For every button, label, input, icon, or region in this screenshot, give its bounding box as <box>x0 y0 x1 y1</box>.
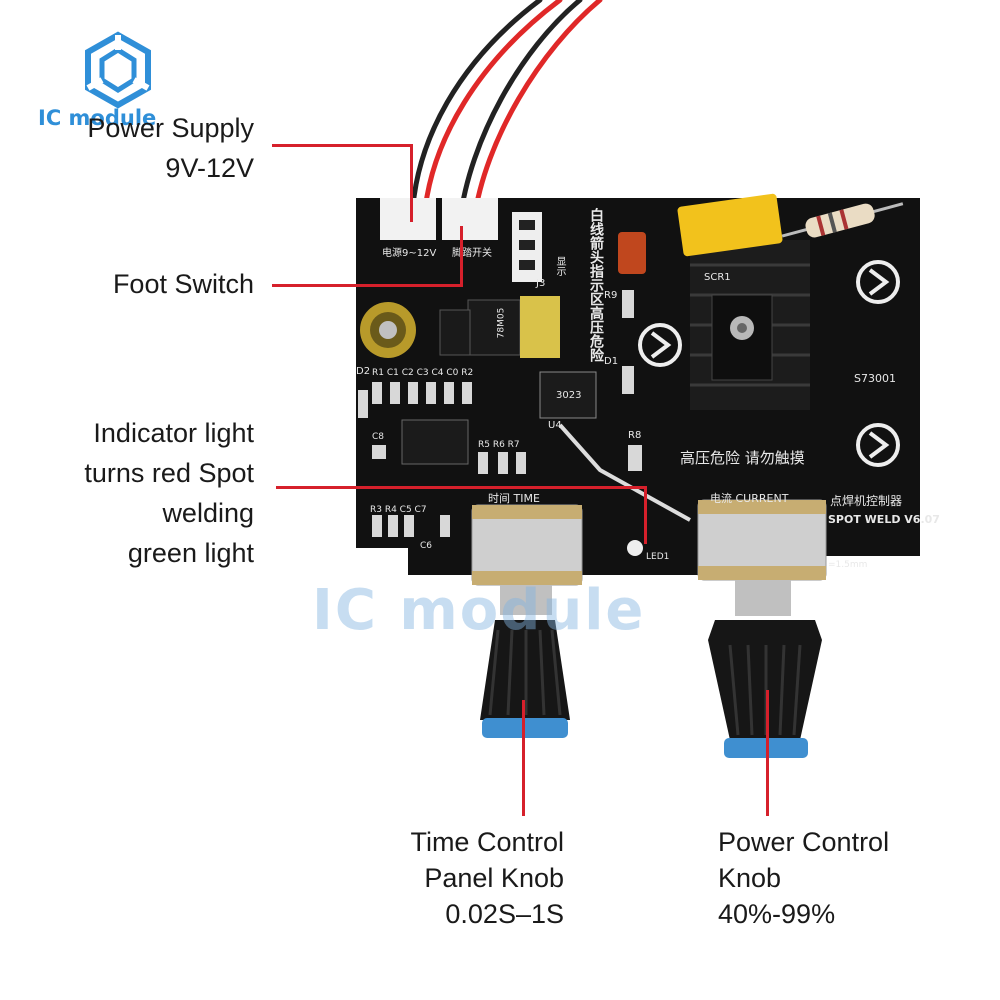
callout-indicator: Indicator light turns red Spot welding g… <box>20 413 254 573</box>
power-knob-line-1: Power Control <box>718 827 890 857</box>
silk-time: 时间 TIME <box>488 492 540 505</box>
power-resistor <box>781 202 904 238</box>
callout-line-foot-rise <box>460 226 463 287</box>
power-supply-voltage: 9V-12V <box>165 153 254 183</box>
brand-logo: IC module <box>38 30 208 140</box>
silk-r8: R8 <box>628 430 642 441</box>
silk-c8: C8 <box>372 432 385 442</box>
callout-time-knob: Time Control Panel Knob 0.02S–1S <box>330 824 564 932</box>
indicator-line-2: turns red Spot <box>84 458 254 488</box>
high-voltage-warning-icon <box>638 260 900 467</box>
callout-line-indicator <box>276 486 646 489</box>
time-knob-line-3: 0.02S–1S <box>445 899 564 929</box>
wire-bundle <box>409 0 603 223</box>
silk-c6: C6 <box>420 541 433 551</box>
silk-u4: U4 <box>548 420 562 431</box>
foot-switch-connector <box>442 198 498 240</box>
time-potentiometer <box>471 504 583 738</box>
watermark: IC module <box>312 578 646 643</box>
silk-scr: SCR1 <box>704 272 731 283</box>
logo-text: IC module <box>38 106 157 130</box>
power-potentiometer <box>697 499 827 758</box>
silk-row2: R5 R6 R7 <box>478 440 520 450</box>
silk-row1: R1 C1 C2 C3 C4 C0 R2 <box>372 368 474 378</box>
silk-display: 显示 <box>554 256 565 276</box>
indicator-line-3: welding <box>162 498 254 528</box>
silk-high-voltage: 高压危险 请勿触摸 <box>680 449 805 467</box>
silk-regulator: 78M05 <box>496 307 507 339</box>
silk-current: 电流 CURRENT <box>710 492 789 505</box>
indicator-led <box>627 540 643 556</box>
silk-d1: D1 <box>604 356 619 367</box>
silk-row3: R3 R4 C5 C7 <box>370 505 427 515</box>
callout-line-power-drop <box>410 144 413 222</box>
callout-line-indicator-drop <box>644 486 647 544</box>
power-knob-line-3: 40%-99% <box>718 899 836 929</box>
silk-led: LED1 <box>646 552 670 562</box>
silk-power-connector: 电源9~12V <box>382 248 437 259</box>
silk-j3: J3 <box>536 278 546 289</box>
callout-line-time <box>522 700 525 816</box>
x2-capacitor <box>677 193 783 257</box>
silk-d2: D2 <box>356 366 371 377</box>
callout-power-supply: Power Supply 9V-12V <box>40 108 254 188</box>
callout-line-foot <box>272 284 462 287</box>
silk-foot-connector: 脚踏开关 <box>452 248 492 259</box>
silk-thickness: =1.5mm <box>828 560 868 570</box>
silk-title-en: SPOT WELD V6.07 <box>828 513 940 526</box>
silk-warning-vertical: 白线箭头指示区高压危险 <box>588 208 604 362</box>
power-knob-line-2: Knob <box>718 863 782 893</box>
prototype-area <box>520 296 560 358</box>
callout-line-power-knob <box>766 690 769 816</box>
silk-opto: 3023 <box>556 390 582 401</box>
foot-switch-label: Foot Switch <box>112 269 254 299</box>
optocoupler-ic <box>539 371 597 419</box>
power-connector <box>380 198 436 240</box>
hexagon-logo-icon <box>85 31 151 109</box>
callout-foot-switch: Foot Switch <box>40 264 254 304</box>
indicator-line-4: green light <box>127 538 254 568</box>
indicator-line-1: Indicator light <box>93 418 254 448</box>
callout-power-knob: Power Control Knob 40%-99% <box>718 824 978 932</box>
silk-r9: R9 <box>604 290 618 301</box>
time-knob-line-2: Panel Knob <box>424 863 564 893</box>
time-knob-line-1: Time Control <box>410 827 564 857</box>
power-supply-label: Power Supply <box>87 113 254 143</box>
silk-title-cn: 点焊机控制器 <box>830 494 903 508</box>
ic-chip <box>401 419 469 465</box>
callout-line-power <box>272 144 412 147</box>
silk-model: S73001 <box>854 372 896 385</box>
